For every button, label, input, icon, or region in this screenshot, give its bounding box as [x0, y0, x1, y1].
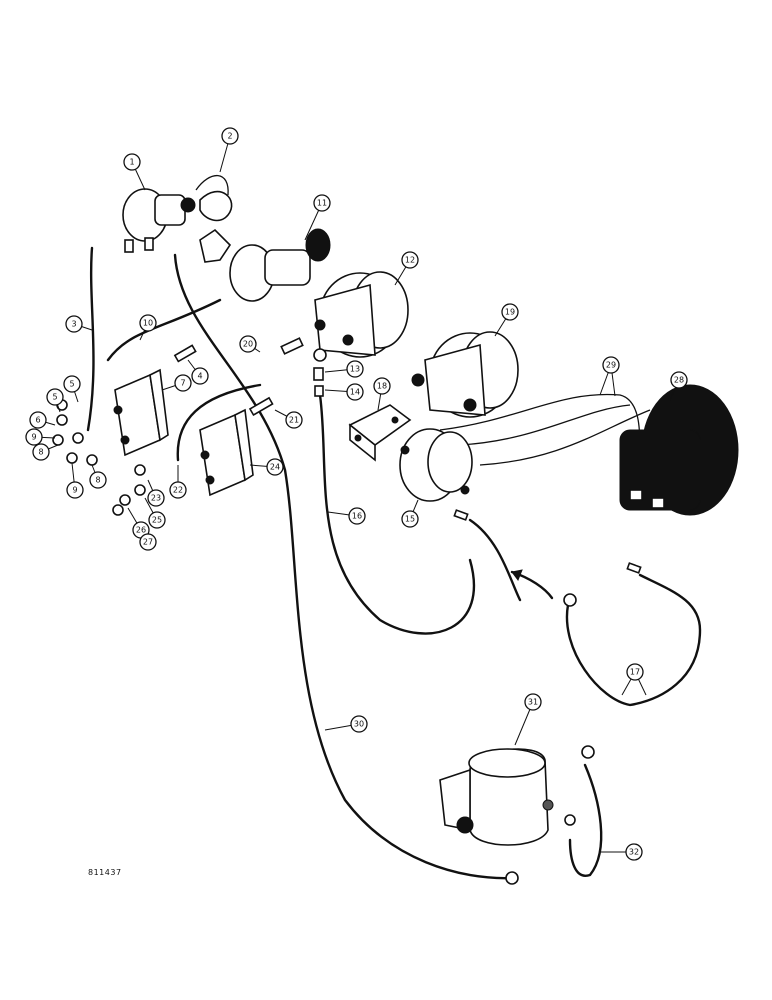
callout-17 [626, 663, 644, 681]
callout-label-14: 14 [350, 388, 360, 397]
callout-label-15: 15 [405, 515, 415, 524]
callout-7 [174, 374, 192, 392]
tee-block-18 [348, 404, 412, 462]
callout-label-9a: 9 [31, 433, 36, 442]
callout-label-5a: 5 [69, 380, 74, 389]
callout-label-7: 7 [180, 379, 185, 388]
callout-label-21: 21 [289, 416, 299, 425]
callout-20 [239, 335, 257, 353]
callout-label-18: 18 [377, 382, 387, 391]
callout-31 [524, 693, 542, 711]
callout-22 [169, 481, 187, 499]
callout-15 [401, 510, 419, 528]
callout-23 [147, 489, 165, 507]
callout-9a [25, 428, 43, 446]
callout-21 [285, 411, 303, 429]
callout-label-17: 17 [630, 668, 640, 677]
callout-2 [221, 127, 239, 145]
callout-label-30: 30 [354, 720, 364, 729]
starter-switch-11 [229, 228, 331, 302]
callout-8b [89, 471, 107, 489]
callout-5a [63, 375, 81, 393]
wire-16 [318, 393, 476, 635]
callout-24 [266, 458, 284, 476]
callout-label-23: 23 [151, 494, 161, 503]
callout-label-8a: 8 [38, 448, 43, 457]
wire-3 [86, 246, 95, 432]
callout-1 [123, 153, 141, 171]
callout-label-28: 28 [674, 376, 684, 385]
callout-6 [29, 411, 47, 429]
callout-12 [401, 251, 419, 269]
callout-label-2: 2 [227, 132, 232, 141]
callout-label-19: 19 [505, 308, 515, 317]
callout-27 [139, 533, 157, 551]
wire-29c [479, 409, 651, 466]
hardware-small-parts [52, 337, 642, 885]
connection-arrowhead [511, 569, 523, 582]
callout-label-6: 6 [35, 416, 40, 425]
wire-29b [459, 404, 631, 446]
callout-11 [313, 194, 331, 212]
callouts: 1 2 3 4 5 5 6 7 8 8 9 9 [25, 127, 688, 861]
solenoid-31 [439, 748, 554, 846]
wire-17 [565, 573, 702, 707]
callout-32 [625, 843, 643, 861]
key-2 [195, 174, 233, 263]
callout-28 [670, 371, 688, 389]
gauge-12 [314, 271, 409, 358]
gauge-19 [411, 331, 519, 418]
callout-label-31: 31 [528, 698, 538, 707]
callout-label-3: 3 [71, 320, 76, 329]
callout-label-16: 16 [352, 512, 362, 521]
wire-15-lead [468, 518, 522, 602]
callout-label-13: 13 [350, 365, 360, 374]
callout-label-29: 29 [606, 361, 616, 370]
wires [86, 246, 702, 880]
figure-number: 811437 [88, 868, 122, 877]
callout-label-1: 1 [129, 158, 134, 167]
callout-label-22: 22 [173, 486, 183, 495]
callout-label-10: 10 [143, 319, 153, 328]
wire-32 [568, 763, 603, 877]
callout-16 [348, 507, 366, 525]
callout-label-4: 4 [197, 372, 202, 381]
sender-28 [619, 384, 739, 516]
ignition-switch-1 [122, 188, 196, 253]
callout-30 [350, 715, 368, 733]
callout-label-26: 26 [136, 526, 146, 535]
callout-5b [46, 388, 64, 406]
circuit-breaker-24 [199, 408, 254, 497]
callout-3 [65, 315, 83, 333]
callout-label-11: 11 [317, 199, 327, 208]
callout-9b [66, 481, 84, 499]
callout-4 [191, 367, 209, 385]
gauge-15 [399, 428, 473, 502]
callout-label-25: 25 [152, 516, 162, 525]
callout-label-5b: 5 [52, 393, 57, 402]
callout-18 [373, 377, 391, 395]
circuit-breaker-7 [113, 368, 169, 457]
callout-label-24: 24 [270, 463, 280, 472]
wire-29a [439, 393, 641, 451]
callout-label-32: 32 [629, 848, 639, 857]
callout-13 [346, 360, 364, 378]
callout-8a [32, 443, 50, 461]
callout-label-8b: 8 [95, 476, 100, 485]
callout-10 [139, 314, 157, 332]
callout-label-20: 20 [243, 340, 253, 349]
wire-24-lead [176, 383, 262, 462]
callout-label-9b: 9 [72, 486, 77, 495]
callout-29 [602, 356, 620, 374]
callout-25 [148, 511, 166, 529]
callout-label-12: 12 [405, 256, 415, 265]
callout-19 [501, 303, 519, 321]
callout-label-27: 27 [143, 538, 153, 547]
callout-14 [346, 383, 364, 401]
wire-30 [173, 253, 514, 880]
